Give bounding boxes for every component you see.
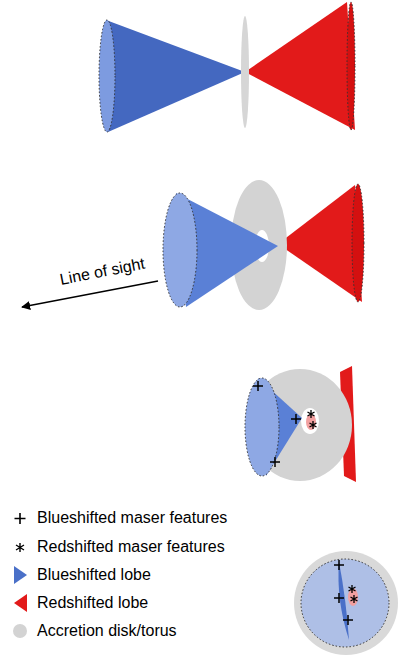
red-maser-symbol — [349, 585, 356, 593]
red-lobe — [278, 185, 362, 302]
legend-text: Blueshifted lobe — [37, 565, 151, 585]
inclined-view — [22, 180, 364, 310]
red-lobe — [245, 2, 355, 130]
blue-maser-symbol — [270, 457, 280, 467]
blue-maser-symbol — [291, 414, 301, 424]
blue-lobe — [338, 562, 349, 640]
disk-hole — [301, 408, 319, 434]
line-of-sight-arrow — [22, 281, 158, 307]
edge-on-view — [99, 2, 355, 132]
red-triangle-sample — [14, 594, 27, 612]
blue-lobe — [106, 20, 245, 132]
blue-maser-symbol — [334, 560, 344, 570]
red-lobe-base — [352, 184, 364, 302]
red-maser-symbol — [308, 410, 315, 418]
blue-lobe-base — [245, 378, 279, 476]
blue-lobe-base — [99, 20, 115, 132]
grey-circle-sample — [13, 624, 27, 638]
star-sample — [16, 543, 24, 552]
accretion-disk — [241, 16, 249, 128]
accretion-disk — [294, 551, 398, 655]
blue-lobe-base — [301, 559, 389, 647]
plus-sample — [15, 513, 26, 524]
red-maser-symbol — [351, 595, 358, 603]
legend-text: Redshifted maser features — [37, 537, 225, 557]
blue-maser-symbol — [343, 615, 353, 625]
legend-text: Redshifted lobe — [37, 593, 148, 613]
red-lobe-base — [347, 2, 355, 130]
axis-label: Line of sight — [58, 254, 147, 290]
blue-maser-symbol — [334, 593, 344, 603]
red-maser-symbol — [310, 421, 317, 429]
legend-text: Accretion disk/torus — [37, 621, 177, 641]
blue-maser-symbol — [253, 381, 263, 391]
pole-on-view — [245, 366, 356, 482]
blue-lobe-base — [163, 193, 197, 307]
blue-triangle-sample — [14, 566, 27, 584]
face-on-view — [294, 551, 398, 655]
legend-text: Blueshifted maser features — [37, 508, 227, 528]
legend-samples — [13, 513, 27, 638]
